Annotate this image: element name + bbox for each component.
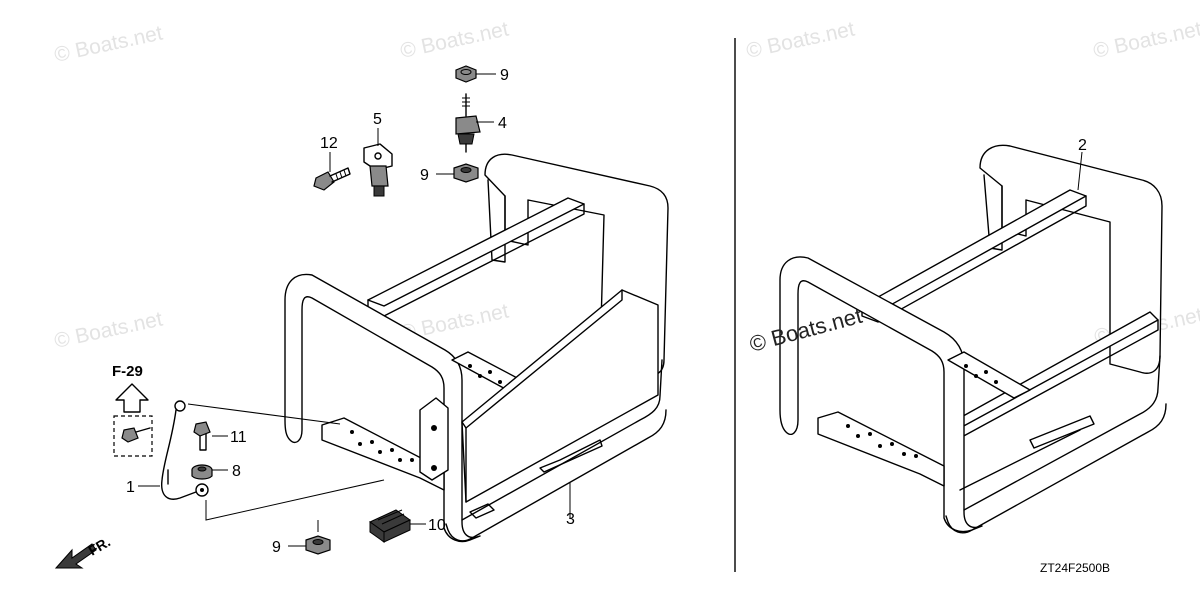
watermark: © Boats.net <box>52 21 165 66</box>
dashed-box <box>113 415 153 457</box>
ground-cable-part-1 <box>161 400 209 500</box>
watermark-overlay: © Boats.net <box>747 303 865 357</box>
mount-part-5 <box>363 143 393 197</box>
watermark: © Boats.net <box>398 17 511 62</box>
nut-part-9-middle <box>453 163 479 183</box>
watermark: © Boats.net <box>1091 17 1200 62</box>
reference-label: F-29 <box>112 363 143 380</box>
callout-12: 12 <box>320 135 338 152</box>
washer-part-8 <box>191 464 213 480</box>
front-direction: FR. <box>54 533 113 569</box>
leader-lines <box>138 73 1083 547</box>
callout-10: 10 <box>428 517 446 534</box>
callout-9-bottom: 9 <box>272 539 281 556</box>
watermark: © Boats.net <box>744 17 857 62</box>
frame-part-3 <box>284 153 669 543</box>
callout-2: 2 <box>1078 137 1087 154</box>
callout-8: 8 <box>232 463 241 480</box>
callout-4: 4 <box>498 115 507 132</box>
rubber-foot-part-10 <box>369 509 411 543</box>
reference-f29: F-29 <box>112 363 153 457</box>
diagram-code: ZT24F2500B <box>1040 561 1110 575</box>
callout-9-top: 9 <box>500 67 509 84</box>
mount-part-4 <box>455 93 481 153</box>
callout-5: 5 <box>373 111 382 128</box>
nut-part-9-top <box>455 65 477 83</box>
bolt-part-11 <box>193 421 211 451</box>
front-arrow-icon <box>54 543 97 569</box>
watermark: © Boats.net <box>52 307 165 352</box>
callouts: 12 5 9 4 9 2 1 11 8 9 10 3 <box>126 67 1087 556</box>
callout-11: 11 <box>230 429 247 446</box>
callout-9-middle: 9 <box>420 167 429 184</box>
up-arrow-icon <box>115 383 149 413</box>
callout-3: 3 <box>566 511 575 528</box>
frame-part-2 <box>779 144 1167 534</box>
callout-1: 1 <box>126 479 135 496</box>
bolt-part-12 <box>313 167 351 191</box>
nut-part-9-bottom <box>305 535 331 555</box>
